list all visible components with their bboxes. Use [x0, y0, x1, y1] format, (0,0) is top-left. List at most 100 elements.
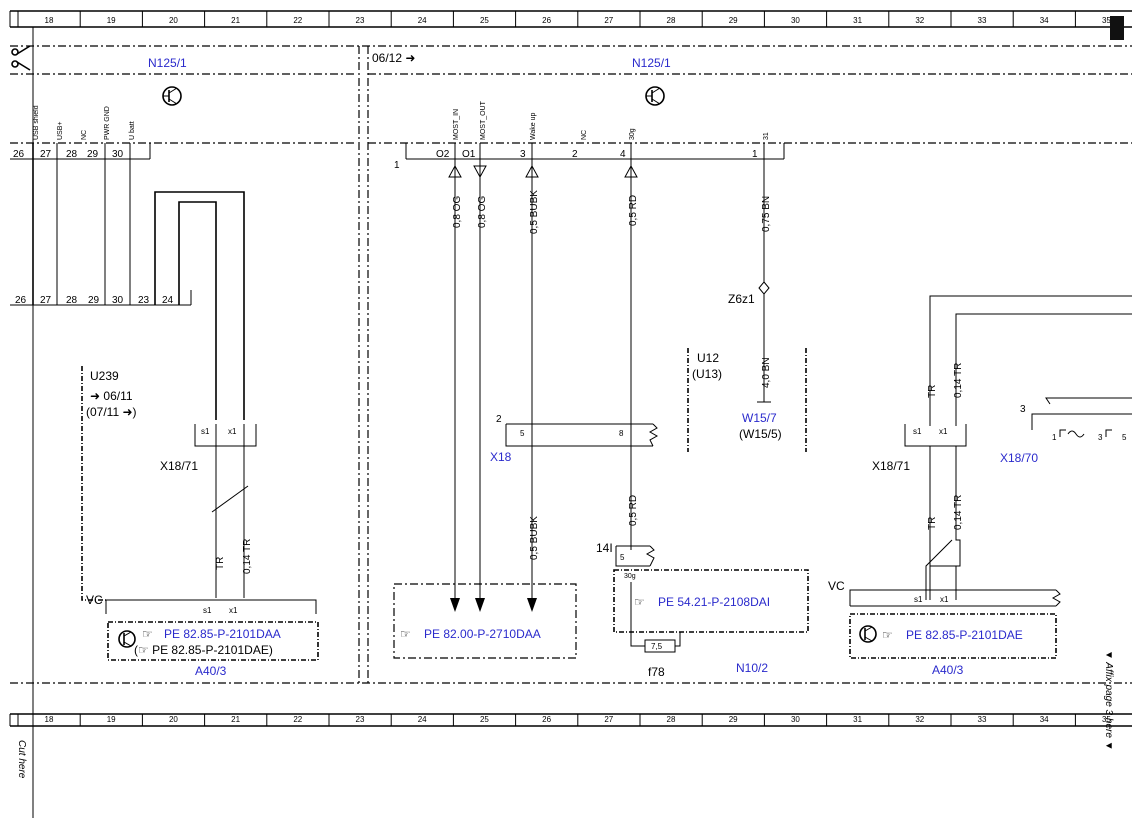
ref-link-pe-82-85-2101dae[interactable]: PE 82.85-P-2101DAE: [906, 628, 1023, 642]
ruler-column-number: 29: [729, 16, 738, 25]
connector-number: 3: [1020, 404, 1026, 415]
pin-number: 23: [138, 295, 150, 306]
ref-link-pe-82-00-2710daa[interactable]: PE 82.00-P-2710DAA: [424, 627, 541, 641]
wire-label-05-rd-lower: 0,5 RD: [628, 495, 639, 526]
top-ruler: [9, 10, 1132, 28]
ruler-column-number: 28: [667, 16, 676, 25]
label-x18: X18: [490, 450, 512, 464]
label-a40-3-right: A40/3: [932, 663, 964, 677]
pin-number: 8: [619, 429, 624, 438]
connector-x18-71-left: s1 x1: [194, 424, 257, 447]
connector-number: 2: [496, 414, 502, 425]
fuse-rating: 7,5: [651, 642, 663, 651]
pin-number: 5: [1122, 433, 1127, 442]
pin-s1: s1: [203, 606, 212, 615]
pin-x1: x1: [228, 427, 237, 436]
right-wires: [448, 143, 771, 612]
corner-marker: [1110, 16, 1124, 40]
pin-label-usb-shield: USB shield: [33, 105, 40, 140]
ruler-column-number: 33: [978, 16, 987, 25]
bottom-ruler: [9, 713, 1132, 727]
ruler-column-number: 32: [915, 16, 924, 25]
device-a40-3-left: [107, 621, 319, 661]
pin-number: 5: [520, 429, 525, 438]
ruler-column-number: 30: [791, 715, 800, 724]
ruler-column-number: 28: [667, 715, 676, 724]
pin-number: 5: [620, 553, 625, 562]
ruler-column-number: 24: [418, 715, 427, 724]
wire-label-05-rd: 0,5 RD: [628, 195, 639, 226]
device-a40-3-right: [849, 613, 1057, 659]
wire-label-tr-right: TR: [927, 385, 938, 398]
pin-s1: s1: [201, 427, 210, 436]
ruler-column-number: 31: [853, 715, 862, 724]
ruler-column-number: 22: [293, 16, 302, 25]
ruler-column-number: 19: [107, 16, 116, 25]
ruler-column-number: 25: [480, 715, 489, 724]
pin-number: 2: [572, 149, 578, 160]
label-a40-3-left: A40/3: [195, 664, 227, 678]
label-z6z1: Z6z1: [728, 292, 755, 306]
pin-label-nc: NC: [81, 130, 88, 140]
pin-number: 4: [620, 149, 626, 160]
hand-icon: ☞: [142, 627, 153, 641]
connector-left-upper: 26 27 28 29 30: [10, 143, 151, 160]
left-wires: [32, 143, 245, 420]
wire-label-014-tr-right: 0,14 TR: [953, 363, 964, 398]
pin-number: 27: [40, 295, 52, 306]
pin-number: O2: [436, 149, 450, 160]
ruler-column-number: 35: [1102, 16, 1111, 25]
twisted-pair-left: [211, 424, 249, 598]
ruler-column-number: 29: [729, 715, 738, 724]
transistor-icon: [645, 86, 665, 106]
ref-link-pe-82-85-2101dae-alt[interactable]: (☞ PE 82.85-P-2101DAE): [134, 643, 273, 657]
wire-label-tr-right-lower: TR: [927, 517, 938, 530]
transistor-icon: [118, 630, 136, 648]
pin-x1: x1: [940, 595, 949, 604]
right-shield-wires: s1 x1: [904, 295, 1132, 600]
ruler-column-number: 21: [231, 16, 240, 25]
pin-number: 3: [520, 149, 526, 160]
device-n10-2: [613, 569, 809, 633]
hand-icon: ☞: [634, 595, 645, 609]
ruler-column-number: 27: [604, 16, 613, 25]
pin-number: 24: [162, 295, 174, 306]
pin-number: O1: [462, 149, 476, 160]
wire-label-014-tr-right-lower: 0,14 TR: [953, 495, 964, 530]
label-f78: f78: [648, 665, 665, 679]
ruler-column-number: 25: [480, 16, 489, 25]
label-u239: U239: [90, 369, 119, 383]
ruler-column-number: 32: [915, 715, 924, 724]
ruler-column-number: 31: [853, 16, 862, 25]
wire-label-tr-left: TR: [215, 557, 226, 570]
pin-label-wake-up: Wake up: [530, 113, 537, 140]
label-vc-right: VC: [828, 579, 845, 593]
label-x18-70: X18/70: [1000, 451, 1038, 465]
ref-link-pe-54-21-2108dai[interactable]: PE 54.21-P-2108DAI: [658, 595, 770, 609]
label-x18-71-left: X18/71: [160, 459, 198, 473]
ruler-column-number: 22: [293, 715, 302, 724]
ruler-column-number: 18: [45, 715, 54, 724]
pin-x1: x1: [229, 606, 238, 615]
connector-x18-70: 3 1 3 5: [1020, 397, 1132, 442]
ruler-column-number: 33: [978, 715, 987, 724]
pin-number: 1: [752, 149, 758, 160]
wire-label-05-bubk: 0,5 BUBK: [529, 190, 540, 234]
ruler-column-number: 26: [542, 715, 551, 724]
ref-link-pe-82-85-2101daa[interactable]: PE 82.85-P-2101DAA: [164, 627, 281, 641]
pin-number: 28: [66, 149, 78, 160]
pin-s1: s1: [914, 595, 923, 604]
ruler-column-number: 20: [169, 16, 178, 25]
pin-number: 26: [15, 295, 27, 306]
label-14i: 14I: [596, 541, 613, 555]
label-x18-71-right: X18/71: [872, 459, 910, 473]
pin-x1: x1: [939, 427, 948, 436]
pin-label-31: 31: [763, 132, 770, 140]
version-mark: 06/12 ➜: [372, 51, 415, 65]
scissors-icon: [11, 45, 31, 71]
label-n10-2: N10/2: [736, 661, 768, 675]
pin-number: 30: [112, 149, 124, 160]
connector-left-lower: 26 27 28 29 30 23 24: [10, 290, 192, 306]
